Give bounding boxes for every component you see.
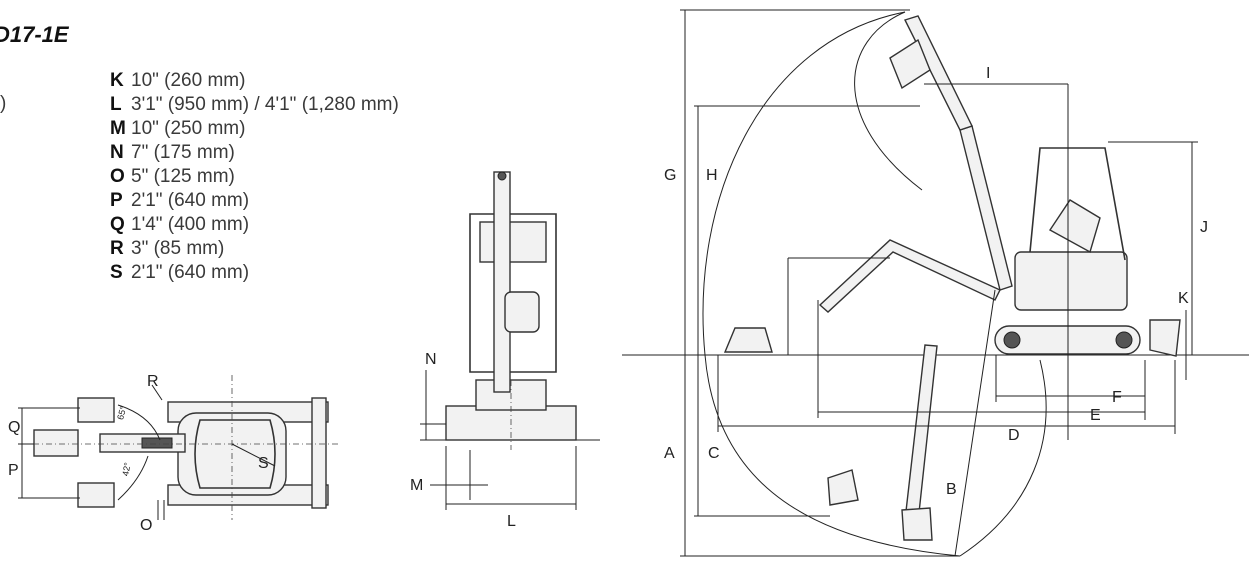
label-a: A bbox=[664, 445, 675, 462]
label-s: S bbox=[258, 455, 269, 472]
side-view-canopy bbox=[1029, 147, 1126, 261]
dimension-key: P bbox=[110, 190, 123, 211]
dimension-value: 3'1" (950 mm) / 4'1" (1,280 mm) bbox=[131, 94, 399, 115]
dimension-value: 2'1" (640 mm) bbox=[131, 262, 250, 283]
top-view-swing-arc-right bbox=[117, 404, 161, 441]
label-c: C bbox=[708, 445, 720, 462]
label-m: M bbox=[410, 477, 423, 494]
model-title: D17-1E bbox=[0, 22, 69, 47]
dimension-value: 3" (85 mm) bbox=[131, 238, 225, 259]
dimension-item-p: P 2'1" (640 mm) bbox=[110, 189, 399, 213]
dimension-item-r: R 3" (85 mm) bbox=[110, 237, 399, 261]
top-view-drawing: R Q P O S 65° 42° bbox=[8, 373, 340, 534]
dimension-key: R bbox=[110, 238, 124, 259]
label-n: N bbox=[425, 351, 437, 368]
side-view-boom-extended bbox=[818, 239, 1001, 313]
dimension-value: 1'4" (400 mm) bbox=[131, 214, 250, 235]
dimension-key: Q bbox=[110, 214, 125, 235]
front-view-drawing: N M L bbox=[410, 171, 600, 530]
label-f: F bbox=[1112, 389, 1122, 406]
side-view-reach-envelope bbox=[702, 11, 961, 557]
label-i: I bbox=[986, 65, 990, 82]
dimension-item-o: O 5" (125 mm) bbox=[110, 165, 399, 189]
side-view-bucket-raised bbox=[889, 38, 931, 90]
side-view-idler bbox=[1003, 331, 1021, 349]
dimension-item-q: Q 1'4" (400 mm) bbox=[110, 213, 399, 237]
front-view-seat bbox=[504, 291, 540, 333]
label-e: E bbox=[1090, 407, 1101, 424]
label-g: G bbox=[664, 167, 676, 184]
label-l: L bbox=[507, 513, 516, 530]
dimension-value: 10" (250 mm) bbox=[131, 118, 246, 139]
dimension-item-l: L 3'1" (950 mm) / 4'1" (1,280 mm) bbox=[110, 93, 399, 117]
front-view-boom-pin bbox=[497, 171, 507, 181]
dimension-value: 2'1" (640 mm) bbox=[131, 190, 250, 211]
front-view-canopy bbox=[469, 213, 557, 373]
label-k: K bbox=[1178, 290, 1189, 307]
side-view-sprocket bbox=[1115, 331, 1133, 349]
top-view-swing-arc-left bbox=[117, 455, 149, 501]
top-view-r-leader bbox=[151, 384, 163, 401]
label-q: Q bbox=[8, 419, 20, 436]
top-view-cylinder bbox=[141, 437, 173, 449]
angle-label-42: 42° bbox=[120, 461, 132, 477]
label-o: O bbox=[140, 517, 152, 534]
dimension-key: K bbox=[110, 70, 124, 91]
top-view-cab-roof bbox=[194, 419, 276, 489]
side-view-bucket-mid bbox=[827, 469, 859, 506]
top-view-bucket-center bbox=[33, 429, 79, 457]
dimension-item-k: K 10" (260 mm) bbox=[110, 69, 399, 93]
front-view-boom bbox=[493, 171, 511, 393]
side-view-arm-down bbox=[904, 344, 938, 523]
side-view-bucket-down bbox=[901, 507, 933, 541]
label-j: J bbox=[1200, 219, 1208, 236]
side-view-dozer-blade bbox=[1149, 319, 1181, 357]
dimension-value: 7" (175 mm) bbox=[131, 142, 235, 163]
angle-label-65: 65° bbox=[115, 405, 128, 421]
dimension-value: 10" (260 mm) bbox=[131, 70, 246, 91]
dimension-value: 5" (125 mm) bbox=[131, 166, 235, 187]
label-d: D bbox=[1008, 427, 1020, 444]
side-view-seat bbox=[1048, 199, 1101, 254]
dimension-list: K 10" (260 mm) L 3'1" (950 mm) / 4'1" (1,2… bbox=[110, 69, 399, 285]
side-view-b-line bbox=[954, 289, 996, 557]
label-r: R bbox=[147, 373, 159, 390]
dimension-key: M bbox=[110, 118, 126, 139]
side-view-drawing: A B C D E F G H I J K bbox=[622, 9, 1249, 557]
top-view-s-leader bbox=[231, 443, 276, 467]
side-view-inner-envelope bbox=[854, 11, 923, 191]
label-h: H bbox=[706, 167, 718, 184]
side-view-upper-body bbox=[1014, 251, 1128, 311]
dimension-item-n: N 7" (175 mm) bbox=[110, 141, 399, 165]
label-b: B bbox=[946, 481, 957, 498]
dimension-key: N bbox=[110, 142, 124, 163]
cropped-text-fragment: ) bbox=[0, 93, 7, 114]
front-view-roof bbox=[479, 221, 547, 263]
top-view-bucket-right bbox=[77, 397, 115, 423]
side-view-bucket-ground bbox=[723, 327, 773, 353]
label-p: P bbox=[8, 462, 19, 479]
side-view-dig-envelope bbox=[959, 359, 1047, 557]
side-view-boom-raised bbox=[959, 125, 1013, 291]
top-view-dozer-blade bbox=[311, 397, 327, 509]
dimension-key: L bbox=[110, 94, 122, 115]
dimension-key: S bbox=[110, 262, 123, 283]
dimension-key: O bbox=[110, 166, 125, 187]
top-view-bucket-left bbox=[77, 482, 115, 508]
dimension-item-s: S 2'1" (640 mm) bbox=[110, 261, 399, 285]
